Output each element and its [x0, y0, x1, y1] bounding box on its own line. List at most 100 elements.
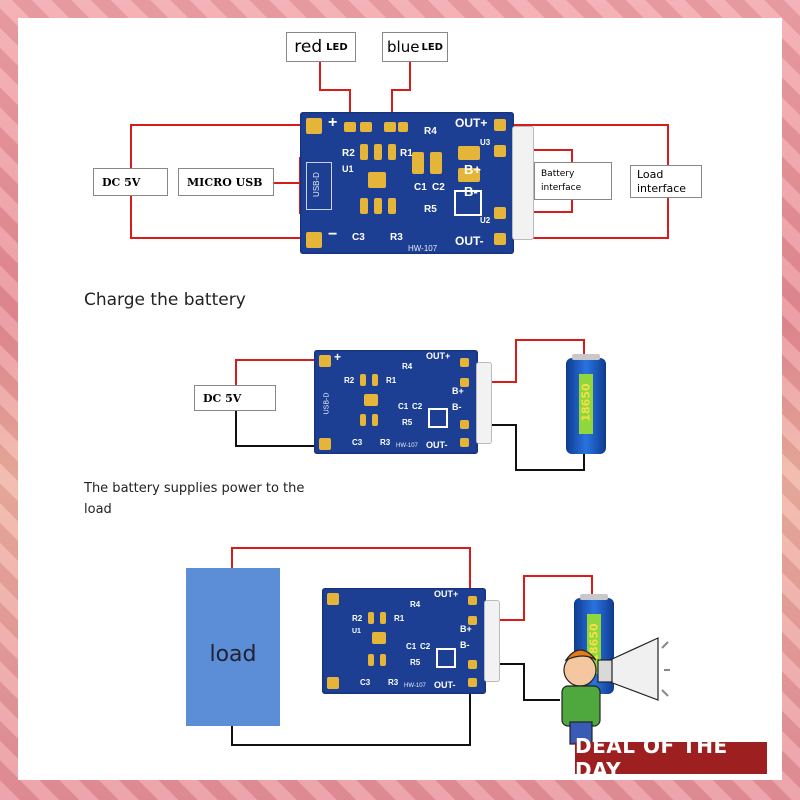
- s1-pad-out-minus: [460, 438, 469, 447]
- blue-led-label: blue: [387, 38, 420, 56]
- s1-label-r5: R5: [402, 418, 413, 427]
- led-pad-3: [384, 122, 396, 132]
- red-led-label: red: [294, 37, 323, 57]
- s2-label-b-plus: B+: [460, 624, 472, 634]
- pad-b-minus: [494, 207, 506, 219]
- s2-label-r1: R1: [394, 614, 405, 623]
- load-block: load: [186, 568, 280, 726]
- s2-pad-out-plus: [468, 596, 477, 605]
- s2-label-c2: C2: [420, 642, 431, 651]
- wire-s2-load-plus: [231, 547, 471, 600]
- usb-label: USB-D: [311, 172, 321, 197]
- s2-label-out-minus: OUT-: [434, 680, 456, 690]
- section1-dc-label: DC 5V: [203, 391, 242, 405]
- s1-label-plus: +: [334, 350, 342, 364]
- s1-label-c3: C3: [352, 438, 363, 447]
- s1-chip-e: [372, 414, 378, 426]
- wire-dc-minus: [130, 193, 305, 239]
- s2-pad-minus: [327, 677, 339, 689]
- board-connector-s1: [476, 362, 492, 444]
- s1-label-b-minus: B-: [452, 402, 462, 412]
- s1-chip-c: [364, 394, 378, 406]
- chip-pad-d: [368, 172, 386, 188]
- label-u1: U1: [342, 164, 354, 174]
- pad-out-plus: [494, 119, 506, 131]
- usb-port: [306, 162, 332, 210]
- section2-battery: 18650: [574, 594, 614, 694]
- label-c1: C1: [414, 182, 427, 193]
- s1-battery-stripe: [579, 374, 593, 434]
- load-interface-box: Load interface: [630, 165, 702, 198]
- load-interface-label: Load interface: [637, 167, 687, 195]
- section1-battery: 18650: [566, 354, 606, 454]
- wire-dc-plus: [130, 124, 305, 170]
- s1-label-model: HW-107: [396, 443, 418, 449]
- wire-s2-bat-minus: [478, 663, 560, 701]
- wire-s2-bat-plus: [478, 575, 593, 621]
- label-b-minus: B-: [464, 184, 478, 199]
- label-b-plus: B+: [464, 162, 481, 177]
- s1-label-out-minus: OUT-: [426, 440, 448, 450]
- s2-label-c3: C3: [360, 678, 371, 687]
- wire-s1-bat-minus: [466, 424, 585, 471]
- section1-heading: Charge the battery: [84, 290, 246, 310]
- led-pad-2: [360, 122, 372, 132]
- section2-load-label: load: [209, 642, 257, 667]
- blue-led-suffix: LED: [421, 41, 443, 53]
- board-connector-top: [512, 126, 534, 240]
- s1-label-r4: R4: [402, 362, 413, 371]
- wire-s2-load-minus: [231, 688, 471, 746]
- s1-label-out-plus: OUT+: [426, 351, 451, 361]
- s2-label-r5: R5: [410, 658, 421, 667]
- section2-heading: The battery supplies power to the load: [84, 481, 305, 517]
- s1-pad-b-plus: [460, 378, 469, 387]
- pad-plus: [306, 118, 322, 134]
- chip-pad-b: [374, 144, 382, 160]
- label-r2: R2: [342, 148, 355, 159]
- battery-interface-label: Battery interface: [541, 169, 582, 193]
- board-connector-s2: [484, 600, 500, 682]
- s1-usb-label: USB-D: [323, 392, 331, 415]
- label-plus: +: [328, 114, 338, 131]
- s2-label-out-plus: OUT+: [434, 589, 459, 599]
- s1-chip-b: [372, 374, 378, 386]
- ic2-outline: [454, 190, 482, 216]
- pad-b-plus: [494, 145, 506, 157]
- wire-blue-led: [391, 62, 411, 120]
- label-r4: R4: [424, 126, 437, 137]
- s2-pad-b-minus: [468, 660, 477, 669]
- wire-s1-dc-minus: [235, 410, 322, 447]
- s2-chip-d: [368, 654, 374, 666]
- label-r5: R5: [424, 204, 437, 215]
- section1-dc-box: DC 5V: [194, 385, 276, 411]
- s1-label-b-plus: B+: [452, 386, 464, 396]
- blue-led-label-box: blue LED: [382, 32, 448, 62]
- ic2-pad-a: [458, 146, 480, 160]
- s1-label-c2: C2: [412, 402, 423, 411]
- battery-interface-box: Battery interface: [534, 162, 612, 200]
- s1-battery-cap: [572, 354, 600, 360]
- s2-label-r4: R4: [410, 600, 421, 609]
- s2-battery-cap: [580, 594, 608, 600]
- s1-label-r2: R2: [344, 376, 355, 385]
- megaphone-mascot-icon: [561, 637, 670, 745]
- s2-pad-out-minus: [468, 678, 477, 687]
- chip-pad-f: [374, 198, 382, 214]
- label-out-minus: OUT-: [455, 234, 484, 248]
- label-out-plus: OUT+: [455, 116, 488, 130]
- s1-pad-b-minus: [460, 420, 469, 429]
- charger-board-s1: + R2 R1 USB-D C3 R3 R4 C1 C2 R5 OUT+ B+ …: [314, 350, 478, 454]
- charger-board-top: + − USB-D R2 R1 U1 C3 R3 R4 C1 C2 R5 U3 …: [300, 112, 514, 254]
- chip-pad-c: [388, 144, 396, 160]
- s1-label-r1: R1: [386, 376, 397, 385]
- micro-usb-label: MICRO USB: [187, 175, 263, 189]
- label-c3: C3: [352, 232, 365, 243]
- s2-chip-b: [380, 612, 386, 624]
- s1-pad-minus: [319, 438, 331, 450]
- s1-chip-d: [360, 414, 366, 426]
- label-minus: −: [328, 226, 338, 243]
- label-r3: R3: [390, 232, 403, 243]
- deal-badge-text: DEAL OF THE DAY: [575, 734, 728, 782]
- s1-ic2-outline: [428, 408, 448, 428]
- led-pad-1: [344, 122, 356, 132]
